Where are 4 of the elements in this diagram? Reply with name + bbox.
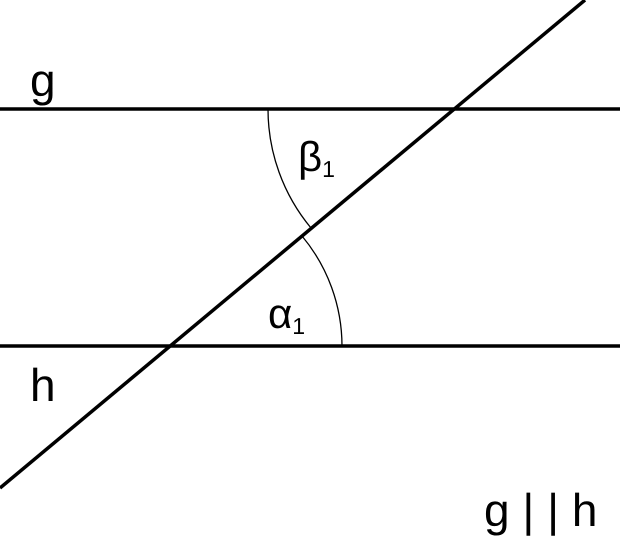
line-label: g bbox=[30, 57, 56, 103]
angle-label: α$_{1}$ bbox=[268, 293, 306, 335]
angle-label: β$_{1}$ bbox=[298, 136, 336, 178]
line-label: h bbox=[30, 362, 56, 408]
